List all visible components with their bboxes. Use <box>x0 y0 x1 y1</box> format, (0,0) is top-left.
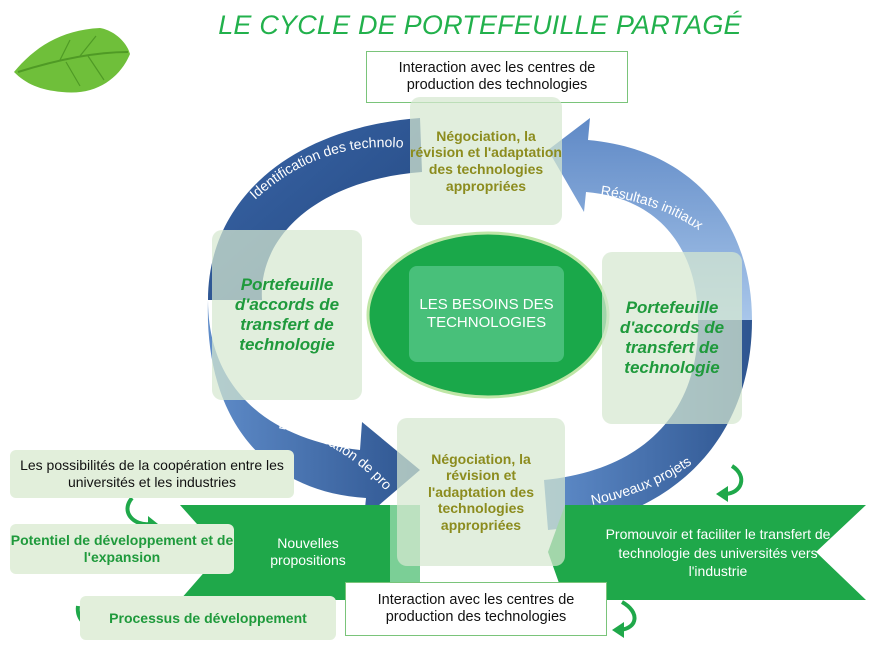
curved-arrow-icon <box>612 600 637 638</box>
page-title: LE CYCLE DE PORTEFEUILLE PARTAGÉ <box>218 10 742 40</box>
curved-arrow-icon <box>716 464 744 502</box>
possibilities-box: Les possibilités de la coopération entre… <box>10 450 294 498</box>
portfolio-left-box: Portefeuille d'accords de transfert de t… <box>212 230 362 400</box>
new-proposals-label: Nouvelles propositions <box>270 535 346 568</box>
arrow-realisation <box>207 300 420 518</box>
interaction-bottom-box: Interaction avec les centres de producti… <box>345 582 607 636</box>
process-box: Processus de développement <box>80 596 336 640</box>
portfolio-right-box: Portefeuille d'accords de transfert de t… <box>602 252 742 424</box>
potential-box: Potentiel de développement et de l'expan… <box>10 524 234 574</box>
promote-label: Promouvoir et faciliter le transfert de … <box>605 525 831 580</box>
leaf-icon <box>14 28 130 93</box>
negotiation-bottom-box: Négociation, la révision et l'adaptation… <box>397 418 565 566</box>
negotiation-top-box: Négociation, la révision et l'adaptation… <box>410 97 562 225</box>
interaction-top-box: Interaction avec les centres de producti… <box>366 51 628 103</box>
center-label: LES BESOINS DES TECHNOLOGIES <box>409 266 564 362</box>
